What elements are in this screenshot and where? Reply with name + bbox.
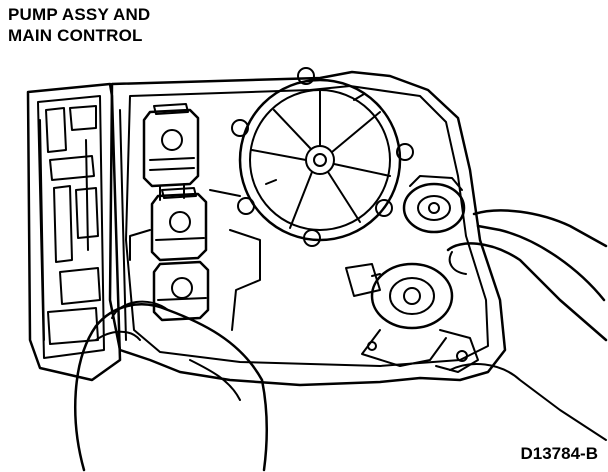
lower-solenoid xyxy=(152,260,210,322)
main-control-housing xyxy=(108,70,507,387)
figure-title-line-2: MAIN CONTROL xyxy=(8,26,143,45)
right-upper-solenoid xyxy=(402,175,466,234)
valve-body xyxy=(26,82,122,382)
pump-cover xyxy=(231,67,414,247)
left-hand xyxy=(74,300,269,472)
middle-solenoid xyxy=(150,187,208,262)
figure-title-line-1: PUMP ASSY AND xyxy=(8,5,151,24)
right-lower-solenoid xyxy=(345,262,479,373)
figure-title: PUMP ASSY AND MAIN CONTROL xyxy=(8,4,150,46)
figure-code: D13784-B xyxy=(520,444,599,463)
right-hand xyxy=(446,209,608,441)
upper-solenoid xyxy=(142,103,200,201)
